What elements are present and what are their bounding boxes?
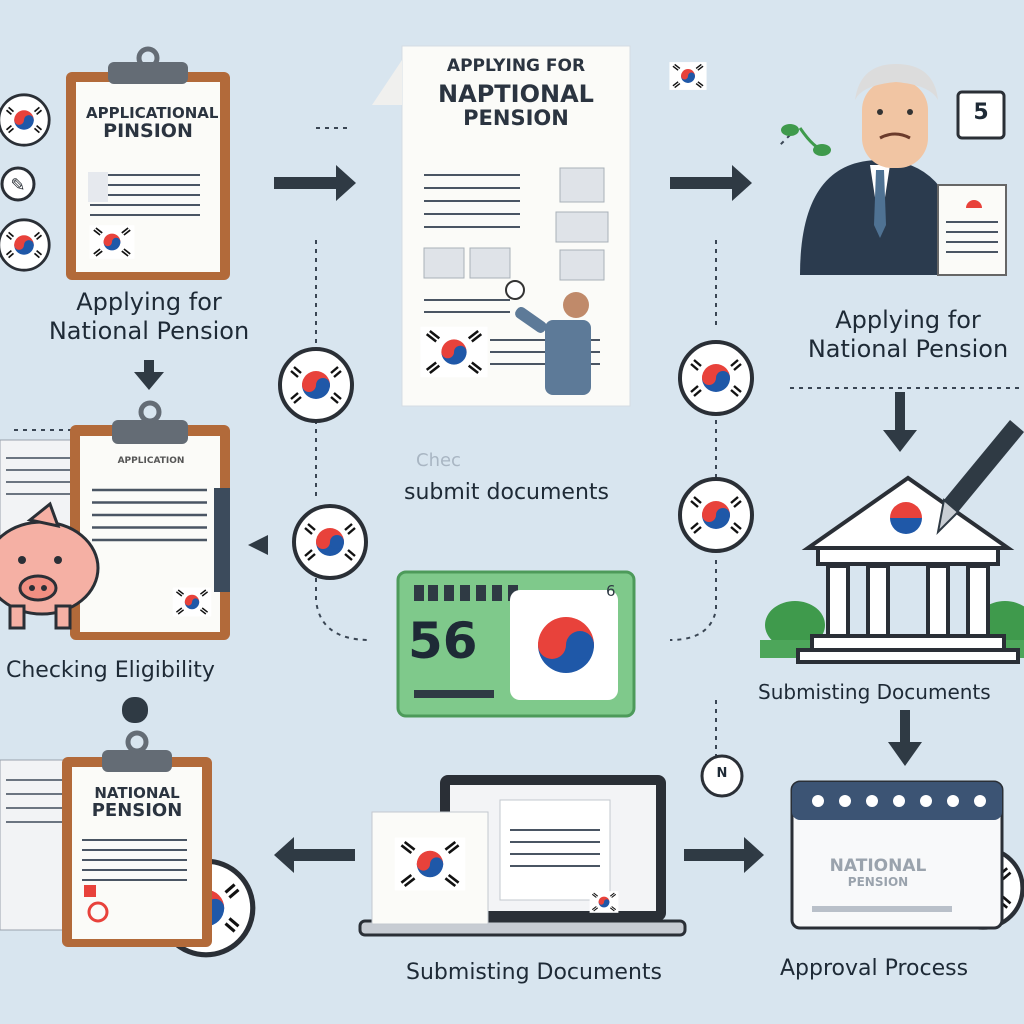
document-icon — [371, 811, 489, 925]
doc-title-line: PINSION — [103, 119, 193, 142]
doc-title: APPLYING FOR NAPTIONAL PENSION — [410, 56, 622, 131]
clipboard-icon — [0, 400, 230, 640]
caption-line: Applying for — [835, 306, 981, 334]
arrow-icon — [134, 360, 164, 390]
arrow-icon — [888, 710, 922, 766]
doc-title-line: APPLYING FOR — [446, 56, 586, 76]
korean-flag-icon — [0, 93, 51, 147]
korean-flag-icon — [88, 224, 136, 260]
laptop-icon — [358, 775, 687, 937]
step-caption-submitting: Submisting Documents — [406, 960, 662, 985]
arrow-icon — [248, 535, 268, 555]
korean-flag-icon — [678, 477, 754, 553]
doc-title-line: NATIONAL — [829, 856, 927, 876]
person-icon — [505, 280, 591, 395]
doc-title-line: PENSION — [463, 106, 569, 131]
arrow-icon — [670, 165, 752, 201]
korean-flag-icon — [159, 861, 253, 955]
faded-caption: Chec — [416, 450, 461, 471]
arrow-icon — [684, 837, 764, 873]
korean-flag-icon — [278, 347, 354, 423]
korean-flag-icon — [292, 504, 368, 580]
caption-line: National Pension — [48, 316, 250, 345]
building-icon — [760, 475, 1024, 664]
doc-title: NATIONAL PENSION — [74, 784, 200, 821]
doc-title-line: NATIONAL — [94, 784, 180, 802]
korean-flag-icon — [0, 218, 51, 272]
step-caption-submit: submit documents — [404, 480, 609, 505]
korean-flag-icon — [393, 836, 467, 892]
doc-title: APPLICATIONAL PINSION — [86, 104, 219, 142]
korean-flag-icon — [678, 340, 754, 416]
clipboard-icon — [0, 730, 212, 947]
korean-flag-icon — [589, 890, 619, 914]
card-number: 56 — [408, 612, 478, 670]
arrow-icon — [274, 165, 356, 201]
step-caption-eligibility: Checking Eligibility — [6, 658, 215, 683]
korean-flag-icon — [943, 848, 1022, 927]
doc-title-line: APPLICATIONAL — [86, 104, 219, 122]
step-caption-approval: Approval Process — [780, 956, 969, 981]
arrow-icon — [274, 837, 355, 873]
badge-number: 5 — [973, 100, 989, 125]
step-caption-applying: Applying for National Pension — [49, 288, 249, 346]
arrow-icon — [122, 697, 148, 723]
pen-nib-icon: ✎ — [0, 166, 36, 202]
browser-window-icon — [790, 780, 1004, 930]
korean-flag-icon — [172, 586, 212, 618]
doc-title-line: NAPTIONAL — [438, 79, 594, 108]
svg-text:✎: ✎ — [10, 175, 25, 196]
pen-icon — [936, 420, 1024, 535]
step-caption-applying-right: Applying for National Pension — [808, 306, 1008, 364]
caption-line: Applying for — [76, 288, 222, 316]
doc-title-line: PENSION — [91, 799, 183, 821]
doc-title: APPLICATION — [117, 456, 185, 466]
doc-title: NATIONAL PENSION — [810, 856, 946, 889]
arrow-icon — [883, 392, 917, 452]
korean-flag-icon — [419, 325, 489, 379]
badge-letter: N — [716, 766, 728, 781]
clipboard-icon — [66, 46, 230, 280]
doc-title-line: PENSION — [847, 874, 909, 889]
korean-flag-icon — [668, 61, 708, 91]
caption-line: National Pension — [807, 334, 1009, 363]
plant-icon — [781, 124, 831, 156]
card-corner-number: 6 — [606, 582, 616, 600]
step-caption-submitting-right: Submisting Documents — [758, 680, 991, 704]
official-person-icon — [800, 64, 1007, 276]
piggy-bank-icon — [0, 501, 100, 630]
